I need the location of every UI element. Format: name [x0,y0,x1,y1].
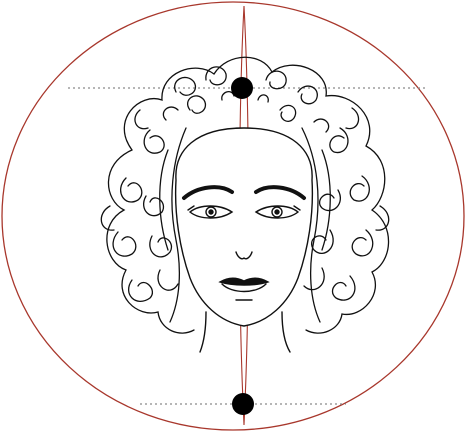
neck-right [282,312,290,352]
left-pupil [209,210,213,214]
neck-left [200,312,206,352]
face-illustration [176,128,313,352]
top-marker-dot [231,77,253,99]
right-pupil [275,210,279,214]
bottom-marker-dot [232,393,254,415]
face-contour [176,128,313,326]
